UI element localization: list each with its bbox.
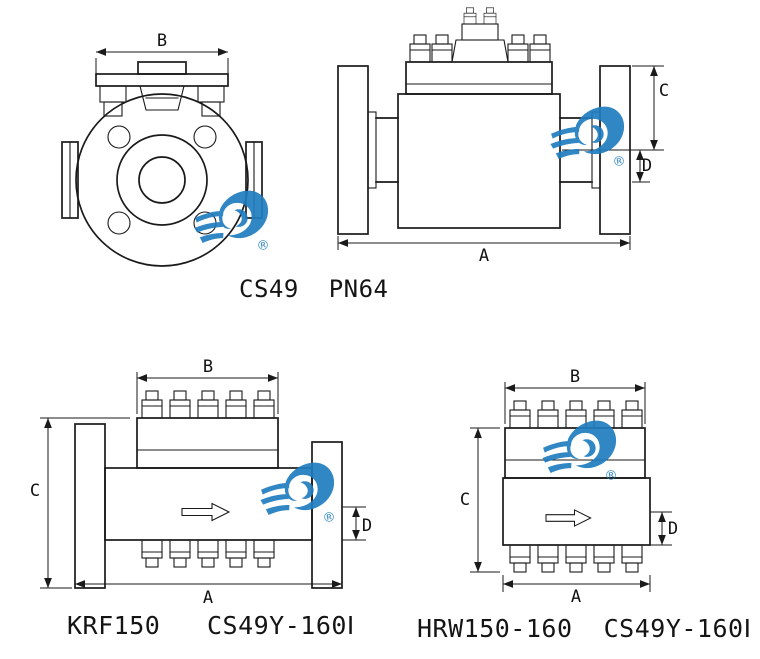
- wafer-trap-drawing: [502, 400, 651, 573]
- bolt-nut: [197, 539, 219, 568]
- bolt-nut: [565, 544, 587, 573]
- packing-gland: [139, 85, 185, 111]
- bolt-nut: [409, 34, 431, 63]
- dims-flanged-trap: B C A D: [30, 357, 372, 608]
- dim-b-front-view: B: [95, 31, 229, 76]
- dim-label-a: A: [571, 587, 581, 607]
- bolt-nut: [197, 390, 219, 419]
- flanged-trap-drawing: [74, 390, 343, 589]
- center-cap: [451, 39, 509, 63]
- left-raised-face: [367, 111, 377, 189]
- bolt-nut: [201, 101, 221, 117]
- bolt-hole: [107, 125, 131, 149]
- dim-label-a: A: [479, 246, 489, 266]
- valve-body: [397, 93, 561, 229]
- bolt-nut: [537, 400, 559, 429]
- bolt-nut: [431, 34, 453, 63]
- bolt-nut: [507, 34, 529, 63]
- bore-circle: [138, 156, 186, 204]
- bolt-nut: [463, 7, 477, 25]
- side-view-drawing: [337, 7, 631, 235]
- bolt-nut: [141, 390, 163, 419]
- dims-wafer-trap: B C D A: [460, 367, 678, 607]
- dim-label-d: D: [642, 156, 652, 176]
- dim-label-b: B: [570, 367, 580, 387]
- bolt-nut: [253, 390, 275, 419]
- dim-label-c: C: [460, 490, 470, 510]
- brand-watermark: [256, 460, 341, 535]
- bolt-nut: [509, 400, 531, 429]
- raised-face-circle: [116, 134, 208, 226]
- bolt-nut: [621, 400, 643, 429]
- left-flange: [74, 423, 106, 589]
- bolt-hole: [107, 211, 131, 235]
- dim-label-c: C: [30, 481, 40, 501]
- dim-label-a: A: [203, 588, 213, 608]
- caption-bottom-left-model: KRF150 CS49Y-160Ⅰ: [67, 611, 355, 640]
- bonnet-flange: [405, 61, 553, 95]
- bolt-nut: [225, 539, 247, 568]
- bolt-nut: [621, 544, 643, 573]
- brand-watermark: [546, 104, 631, 179]
- dims-side-view: C D A: [337, 65, 669, 266]
- bonnet-flange-bar: [95, 73, 229, 87]
- trap-body: [104, 467, 313, 541]
- left-flange: [337, 65, 369, 235]
- bolt-nut: [197, 85, 225, 103]
- dim-label-d: D: [362, 516, 372, 536]
- bolt-nut: [565, 400, 587, 429]
- dim-label-b: B: [157, 31, 167, 51]
- bonnet: [136, 417, 279, 469]
- bolt-nut: [169, 390, 191, 419]
- caption-top-model: CS49 PN64: [239, 275, 389, 303]
- dim-label-c: C: [659, 81, 669, 101]
- center-cap-top: [461, 23, 499, 41]
- bolt-nut: [103, 101, 123, 117]
- dim-label-d: D: [668, 519, 678, 539]
- flange-outer-circle: [75, 93, 249, 267]
- bolt-nut: [509, 544, 531, 573]
- bolt-nut: [141, 539, 163, 568]
- bolt-nut: [99, 85, 127, 103]
- bolt-nut: [225, 390, 247, 419]
- brand-watermark: [538, 418, 623, 493]
- flow-direction-arrow: [545, 509, 592, 527]
- bolt-nut: [169, 539, 191, 568]
- caption-bottom-right-model: HRW150-160 CS49Y-160Ⅰ: [417, 614, 752, 643]
- dim-label-b: B: [203, 357, 213, 377]
- bolt-nut: [253, 539, 275, 568]
- bolt-nut: [483, 7, 497, 25]
- bolt-nut: [529, 34, 551, 63]
- bolt-nut: [593, 544, 615, 573]
- flow-direction-arrow: [181, 502, 230, 522]
- bolt-nut: [537, 544, 559, 573]
- bonnet-cap: [137, 61, 187, 75]
- bolt-hole: [193, 125, 217, 149]
